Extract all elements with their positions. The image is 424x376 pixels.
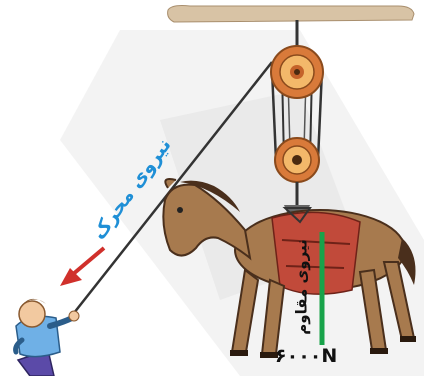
- effort-force-arrow: [60, 248, 104, 286]
- resistance-force-label: نیروی مقاوم: [293, 239, 311, 334]
- boy-pulling-rope-icon: [16, 299, 79, 376]
- load-force-value: ۶۰۰۰N: [275, 345, 337, 367]
- fixed-pulley-icon: [271, 46, 323, 98]
